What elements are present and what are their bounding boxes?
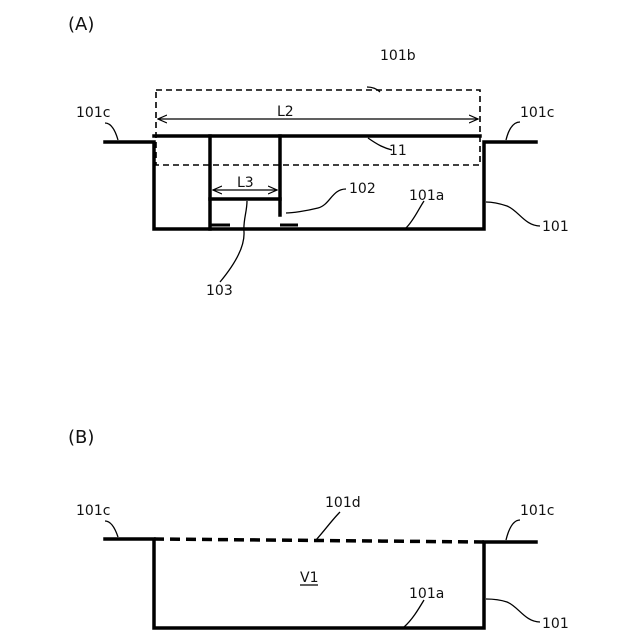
leader-101c-right-b bbox=[506, 520, 520, 540]
callout-101c-right: 101c bbox=[520, 105, 554, 121]
panel-b: (B) V1 101c 101c 101d 101a 101 bbox=[68, 427, 569, 632]
opening-101d-line bbox=[154, 539, 484, 542]
callout-101d: 101d bbox=[325, 495, 361, 511]
leader-101c-left bbox=[105, 123, 118, 140]
leader-101a-b bbox=[404, 600, 424, 627]
callout-102: 102 bbox=[349, 181, 376, 197]
leader-103 bbox=[220, 201, 247, 282]
callout-101a-b: 101a bbox=[409, 586, 444, 602]
leader-101c-left-b bbox=[105, 521, 118, 537]
leader-101-b bbox=[486, 599, 540, 622]
dimension-l2-label: L2 bbox=[277, 104, 294, 120]
leader-102 bbox=[286, 189, 346, 213]
callout-11: 11 bbox=[389, 143, 407, 159]
callout-101c-left: 101c bbox=[76, 105, 110, 121]
callout-103: 103 bbox=[206, 283, 233, 299]
leader-101d bbox=[316, 512, 340, 540]
leader-101a bbox=[406, 201, 424, 228]
callout-101c-right-b: 101c bbox=[520, 503, 554, 519]
tray-body bbox=[105, 142, 536, 229]
callout-101: 101 bbox=[542, 219, 569, 235]
panel-b-label: (B) bbox=[68, 427, 94, 448]
callout-101b: 101b bbox=[380, 48, 416, 64]
leader-101 bbox=[486, 202, 540, 226]
volume-v1-label: V1 bbox=[300, 570, 318, 586]
dimension-l3-label: L3 bbox=[237, 175, 254, 191]
panel-a: (A) L2 L3 101b 101c 101c 11 bbox=[68, 14, 569, 299]
callout-101-b: 101 bbox=[542, 616, 569, 632]
callout-101c-left-b: 101c bbox=[76, 503, 110, 519]
leader-101c-right bbox=[506, 122, 520, 140]
region-101b-outline bbox=[156, 90, 480, 165]
panel-a-label: (A) bbox=[68, 14, 94, 35]
callout-101a: 101a bbox=[409, 188, 444, 204]
tray-body-b bbox=[105, 539, 536, 628]
